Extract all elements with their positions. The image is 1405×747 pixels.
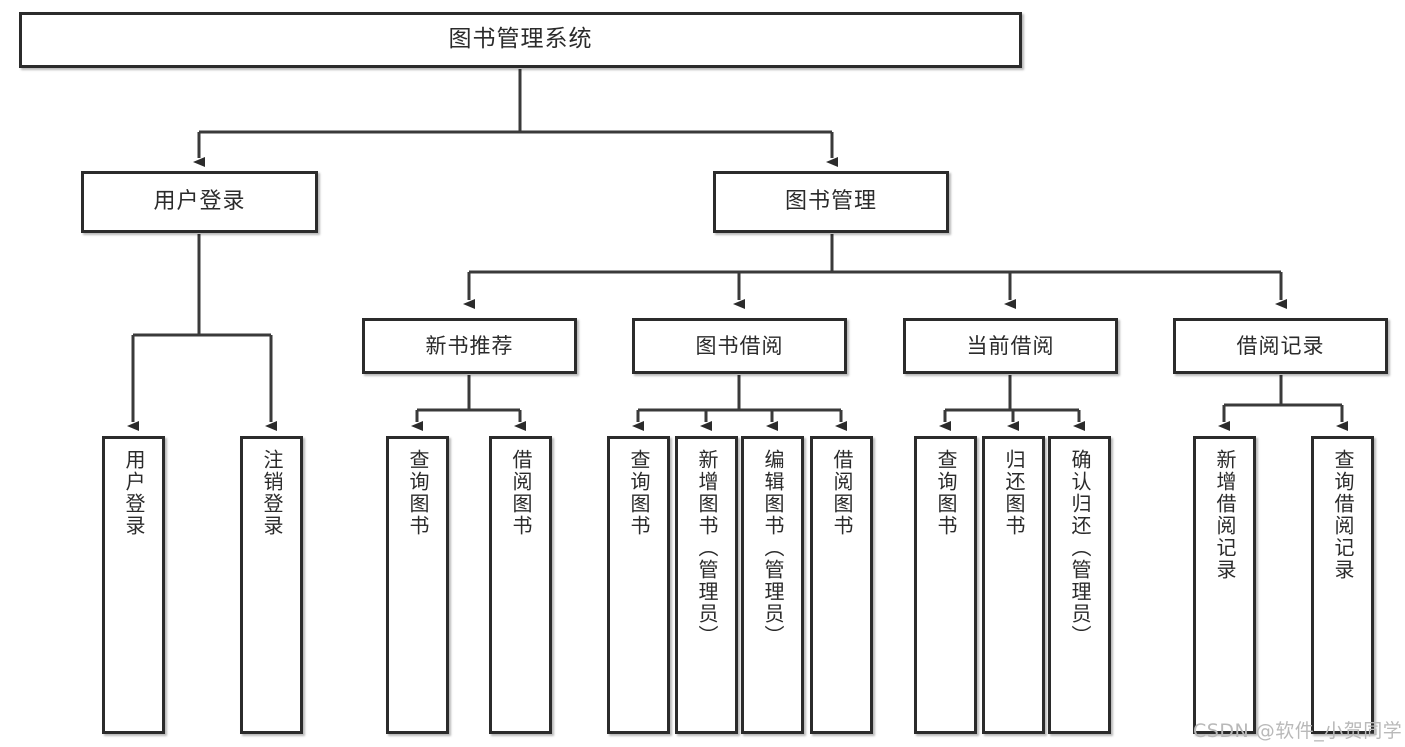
node-label: 图书管理系统 <box>448 26 593 53</box>
leaf-book-borrow-add-book-admin[interactable]: 新增图书（管理员） <box>675 436 738 734</box>
node-label: 新增图书（管理员） <box>695 449 719 647</box>
node-label: 确认归还（管理员） <box>1068 449 1092 647</box>
node-borrow-record[interactable]: 借阅记录 <box>1173 318 1388 374</box>
csdn-watermark: CSDN @软件_小贺同学 <box>1193 720 1403 742</box>
node-current-borrow[interactable]: 当前借阅 <box>903 318 1118 374</box>
node-label: 借阅图书 <box>830 449 854 537</box>
leaf-book-borrow-borrow-book[interactable]: 借阅图书 <box>810 436 873 734</box>
leaf-current-borrow-return-book[interactable]: 归还图书 <box>982 436 1045 734</box>
node-label: 借阅记录 <box>1236 333 1325 358</box>
leaf-new-book-query-book[interactable]: 查询图书 <box>386 436 449 734</box>
node-label: 归还图书 <box>1002 449 1026 537</box>
leaf-current-borrow-query-book[interactable]: 查询图书 <box>914 436 977 734</box>
node-user-login[interactable]: 用户登录 <box>81 171 318 233</box>
node-label: 编辑图书（管理员） <box>761 449 785 647</box>
leaf-new-book-borrow-book[interactable]: 借阅图书 <box>489 436 552 734</box>
node-label: 注销登录 <box>260 449 284 537</box>
leaf-user-login-login[interactable]: 用户登录 <box>102 436 165 734</box>
node-label: 查询图书 <box>627 449 651 537</box>
node-book-borrow[interactable]: 图书借阅 <box>632 318 847 374</box>
leaf-book-borrow-query-book[interactable]: 查询图书 <box>607 436 670 734</box>
node-label: 查询图书 <box>934 449 958 537</box>
leaf-user-login-logout[interactable]: 注销登录 <box>240 436 303 734</box>
leaf-borrow-record-add-record[interactable]: 新增借阅记录 <box>1193 436 1256 734</box>
leaf-current-borrow-confirm-return-admin[interactable]: 确认归还（管理员） <box>1048 436 1111 734</box>
node-label: 查询借阅记录 <box>1331 449 1355 581</box>
leaf-borrow-record-query-record[interactable]: 查询借阅记录 <box>1311 436 1374 734</box>
leaf-book-borrow-edit-book-admin[interactable]: 编辑图书（管理员） <box>741 436 804 734</box>
node-new-book-recommend[interactable]: 新书推荐 <box>362 318 577 374</box>
node-label: 新增借阅记录 <box>1213 449 1237 581</box>
node-label: 用户登录 <box>122 449 146 537</box>
node-label: 借阅图书 <box>509 449 533 537</box>
node-label: 查询图书 <box>406 449 430 537</box>
node-label: 用户登录 <box>153 188 246 214</box>
node-root-book-management-system[interactable]: 图书管理系统 <box>19 12 1022 68</box>
node-label: 当前借阅 <box>966 333 1055 358</box>
node-label: 图书管理 <box>784 188 877 214</box>
node-label: 新书推荐 <box>425 333 514 358</box>
node-label: 图书借阅 <box>695 333 784 358</box>
node-book-management[interactable]: 图书管理 <box>713 171 949 233</box>
